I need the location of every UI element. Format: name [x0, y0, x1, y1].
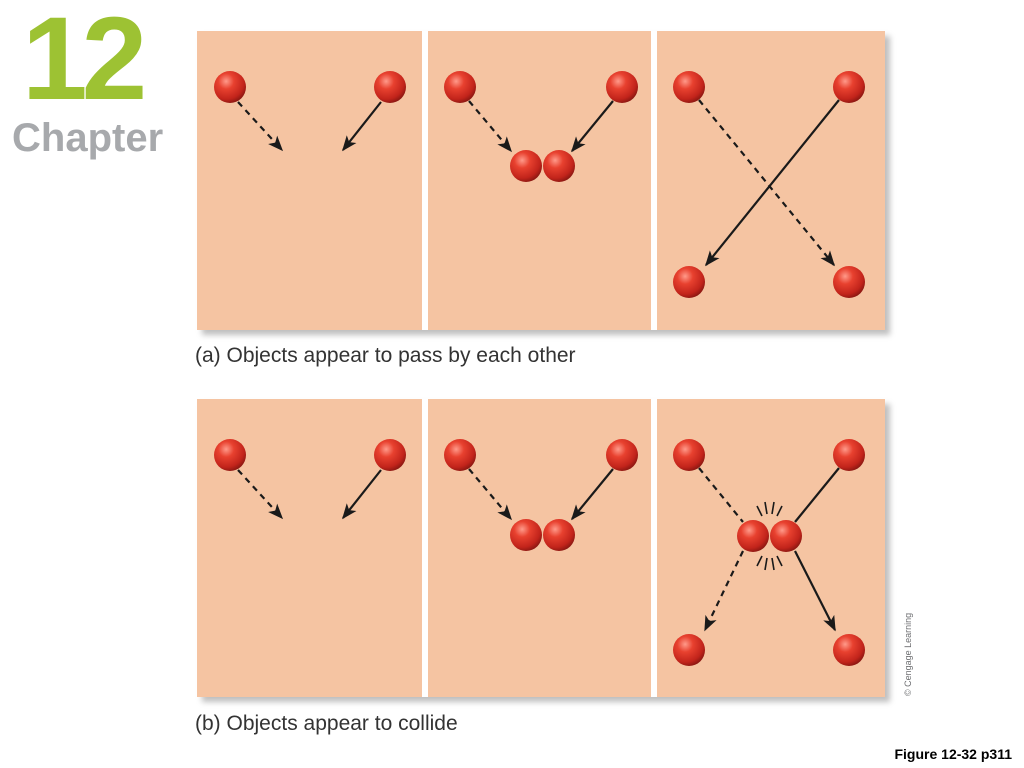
ball-icon [510, 150, 542, 182]
ball-icon [543, 150, 575, 182]
panel-b-background [197, 399, 885, 697]
ball-icon [444, 439, 476, 471]
ball-icon [374, 439, 406, 471]
panel-divider [422, 399, 428, 697]
arrow-icon [342, 469, 382, 520]
chapter-label: Chapter [12, 116, 164, 160]
ball-icon [543, 519, 575, 551]
ball-icon [444, 71, 476, 103]
incoming-path [794, 467, 840, 523]
panel-divider [422, 31, 428, 330]
panel-row-a [197, 31, 885, 330]
panel-b1 [214, 439, 406, 520]
panel-divider [651, 31, 657, 330]
ball-icon [833, 71, 865, 103]
ball-icon [833, 266, 865, 298]
ball-icon [374, 71, 406, 103]
caption-b: (b) Objects appear to collide [195, 712, 458, 735]
chapter-badge: 12 Chapter [8, 0, 168, 164]
arrow-icon [571, 468, 614, 521]
arrow-icon [704, 550, 744, 632]
ball-icon [673, 634, 705, 666]
arrow-icon [342, 101, 382, 152]
ball-icon [214, 71, 246, 103]
copyright-credit: © Cengage Learning [903, 612, 913, 696]
panel-b3 [673, 439, 865, 666]
panel-divider [651, 399, 657, 697]
ball-icon [673, 266, 705, 298]
ball-icon [833, 439, 865, 471]
panel-row-b [197, 399, 885, 697]
ball-icon [606, 71, 638, 103]
incoming-path [698, 467, 744, 523]
panel-b2 [444, 439, 638, 551]
chapter-number: 12 [22, 0, 147, 125]
arrow-icon [794, 550, 836, 632]
arrow-icon [705, 99, 840, 267]
collision-burst-icon [756, 501, 783, 571]
caption-a: (a) Objects appear to pass by each other [195, 344, 576, 367]
figure-reference: Figure 12-32 p311 [894, 746, 1012, 762]
panel-a2 [444, 71, 638, 182]
ball-icon [770, 520, 802, 552]
ball-icon [673, 439, 705, 471]
ball-icon [833, 634, 865, 666]
panel-a3 [673, 71, 865, 298]
arrow-icon [571, 100, 614, 153]
panel-a1 [214, 71, 406, 152]
ball-icon [606, 439, 638, 471]
ball-icon [510, 519, 542, 551]
ball-icon [673, 71, 705, 103]
panel-a-background [197, 31, 885, 330]
arrow-icon [698, 99, 835, 267]
ball-icon [214, 439, 246, 471]
ball-icon [737, 520, 769, 552]
